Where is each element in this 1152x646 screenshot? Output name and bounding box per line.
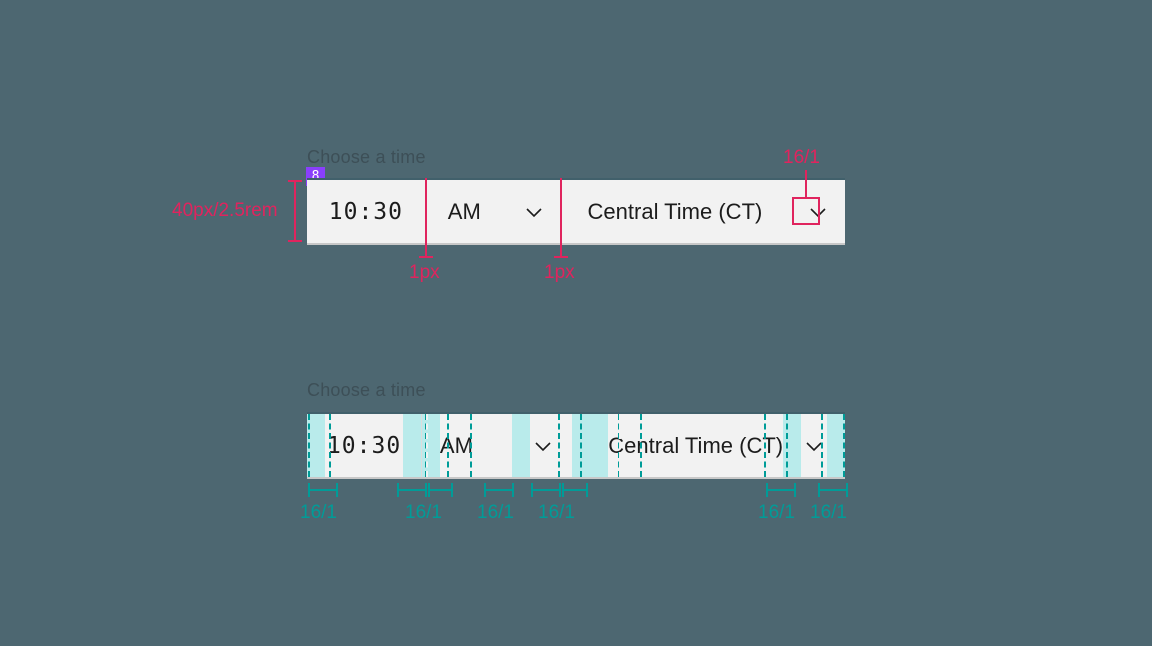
spacing-measure-2a <box>397 483 427 497</box>
spacer-right-outer <box>827 414 845 477</box>
timezone-select-2[interactable]: Central Time (CT) <box>608 414 783 477</box>
ampm-select-2[interactable]: AM <box>440 414 512 477</box>
guide-line <box>580 414 582 477</box>
spacing-measure-label-4: 16/1 <box>538 502 575 523</box>
guide-line <box>558 414 560 477</box>
page-title: Choose a time <box>307 147 426 167</box>
chevron-down-icon <box>530 433 556 459</box>
timezone-select[interactable]: Central Time (CT) <box>562 180 845 243</box>
spacing-measure-4b <box>562 483 588 497</box>
spacing-measure-label-5: 16/1 <box>758 502 795 523</box>
divider-leader-right <box>554 178 568 258</box>
spacing-measure-6 <box>818 483 848 497</box>
height-annotation-label: 40px/2.5rem <box>172 200 278 221</box>
spacing-measure-1 <box>308 483 338 497</box>
spacer-ampm-chevron <box>511 414 530 477</box>
chevron-callout-box <box>792 197 820 225</box>
divider-1b <box>421 414 422 477</box>
guide-line <box>619 414 621 477</box>
guide-line <box>447 414 449 477</box>
spacing-measure-label-1: 16/1 <box>300 502 337 523</box>
guide-line <box>786 414 788 477</box>
ampm-select[interactable]: AM <box>426 180 561 243</box>
time-input-2[interactable]: 10:30 <box>326 432 402 459</box>
divider-left-annotation: 1px <box>409 262 440 283</box>
timepicker-spacing[interactable]: 10:30 AM Central Time (CT) <box>307 412 845 479</box>
guide-line <box>308 414 310 477</box>
spacer-left-outer <box>307 414 325 477</box>
timezone-select-value: Central Time (CT) <box>587 198 763 224</box>
chevron-callout-annotation: 16/1 <box>783 147 820 168</box>
chevron-down-icon <box>521 199 547 225</box>
divider-right-annotation: 1px <box>544 262 575 283</box>
guide-line <box>329 414 331 477</box>
ampm-select-value: AM <box>447 198 481 224</box>
chevron-callout-leader <box>805 170 807 198</box>
guide-line <box>764 414 766 477</box>
guide-line <box>426 414 428 477</box>
chevron-down-icon <box>801 433 827 459</box>
guide-line <box>640 414 642 477</box>
spacer-time-right <box>403 414 422 477</box>
guide-line <box>843 414 845 477</box>
spacing-measure-label-2: 16/1 <box>405 502 442 523</box>
page-title-2: Choose a time <box>307 380 426 400</box>
divider-2b <box>589 414 591 477</box>
spacing-measure-5 <box>766 483 796 497</box>
spacing-measure-4a <box>531 483 561 497</box>
spacing-measure-2b <box>428 483 453 497</box>
guide-line <box>470 414 472 477</box>
time-input[interactable]: 10:30 <box>328 198 403 225</box>
spacing-measure-label-6: 16/1 <box>810 502 847 523</box>
height-measure-bar <box>288 180 302 242</box>
timepicker-annotated[interactable]: 10:30 AM Central Time (CT) <box>307 178 845 245</box>
spacing-measure-label-3: 16/1 <box>477 502 514 523</box>
divider-leader-left <box>419 178 433 258</box>
spacing-measure-3 <box>484 483 514 497</box>
guide-line <box>821 414 823 477</box>
spacer-zone-left <box>590 414 609 477</box>
ampm-select-value-2: AM <box>439 432 473 458</box>
timezone-select-value-2: Central Time (CT) <box>608 432 784 458</box>
